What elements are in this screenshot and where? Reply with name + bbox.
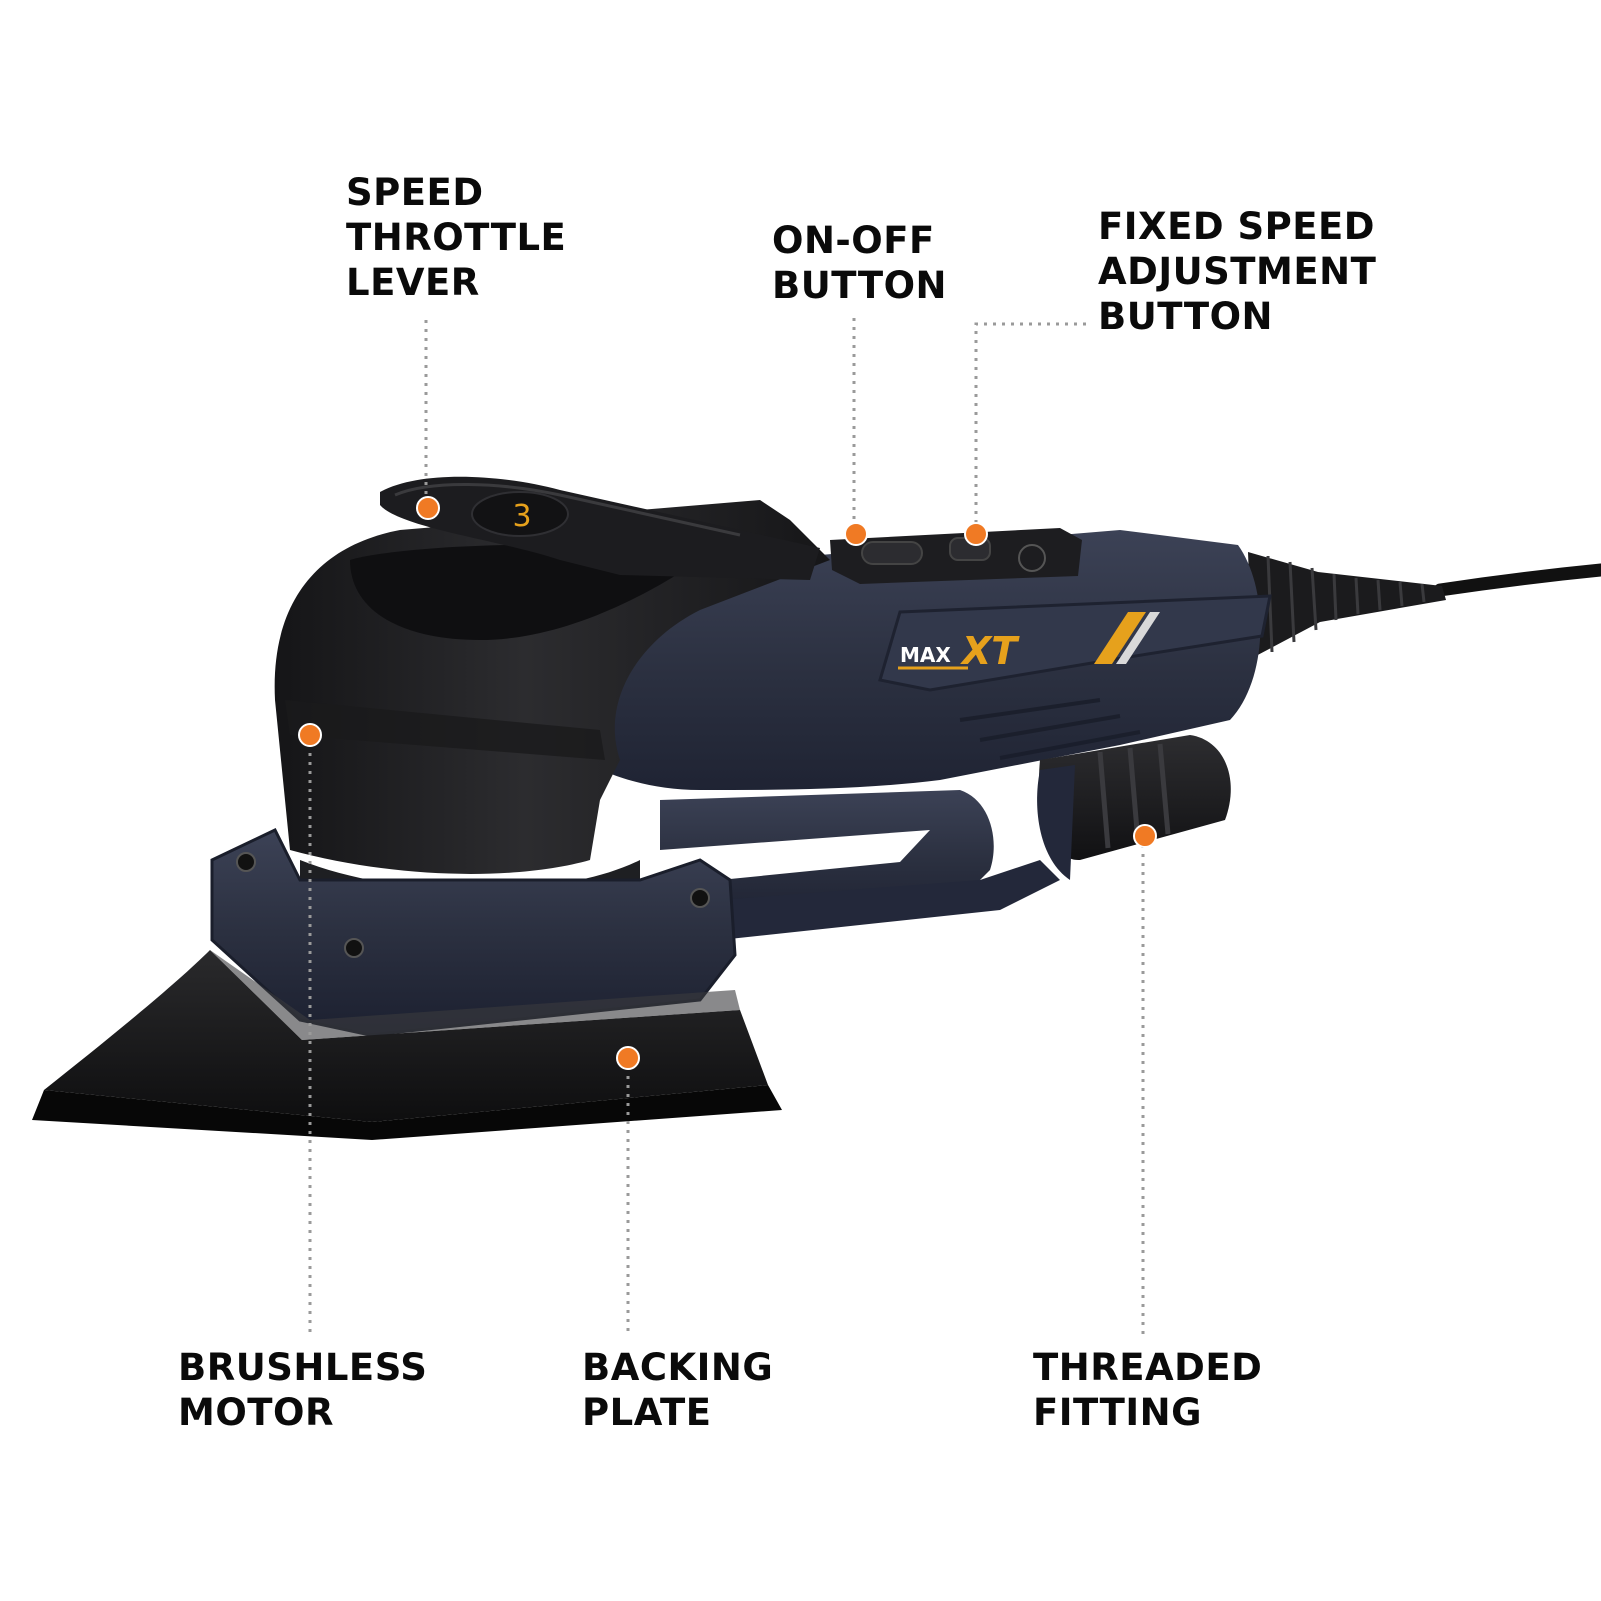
label-line: PLATE	[582, 1391, 712, 1434]
marker-fixed-speed	[964, 522, 988, 546]
dust-port	[1037, 735, 1231, 880]
marker-backing-plate	[616, 1046, 640, 1070]
label-line: MOTOR	[178, 1391, 334, 1434]
lever-digit: 3	[512, 499, 531, 534]
label-backing-plate: BACKING PLATE	[582, 1345, 773, 1435]
label-line: ADJUSTMENT	[1098, 250, 1377, 293]
label-line: FITTING	[1033, 1391, 1202, 1434]
brand-logo-max: MAX	[900, 643, 951, 667]
label-speed-throttle-lever: SPEED THROTTLE LEVER	[346, 170, 566, 305]
brand-logo: MAX XT	[898, 629, 1020, 673]
label-line: THROTTLE	[346, 216, 567, 259]
leader-fixed-speed	[974, 322, 1086, 530]
label-brushless-motor: BRUSHLESS MOTOR	[178, 1345, 427, 1435]
label-fixed-speed-button: FIXED SPEED ADJUSTMENT BUTTON	[1098, 204, 1376, 339]
label-line: BUTTON	[1098, 295, 1273, 338]
label-line: BRUSHLESS	[178, 1346, 428, 1389]
sander-body	[520, 528, 1272, 940]
label-line: SPEED	[346, 171, 484, 214]
label-threaded-fitting: THREADED FITTING	[1033, 1345, 1262, 1435]
marker-threaded-fitting	[1133, 824, 1157, 848]
marker-speed-throttle	[416, 496, 440, 520]
brand-logo-xt: XT	[960, 629, 1020, 673]
marker-motor	[298, 723, 322, 747]
backing-plate-shape	[32, 950, 782, 1140]
speed-throttle-lever: 3	[380, 476, 820, 580]
label-line: BUTTON	[772, 264, 947, 307]
marker-on-off	[844, 522, 868, 546]
label-line: THREADED	[1033, 1346, 1263, 1389]
power-cord	[1248, 552, 1601, 658]
label-line: LEVER	[346, 261, 480, 304]
label-line: BACKING	[582, 1346, 774, 1389]
label-line: ON-OFF	[772, 219, 935, 262]
label-on-off-button: ON-OFF BUTTON	[772, 218, 947, 308]
label-line: FIXED SPEED	[1098, 205, 1375, 248]
leader-lines	[308, 318, 1145, 1335]
